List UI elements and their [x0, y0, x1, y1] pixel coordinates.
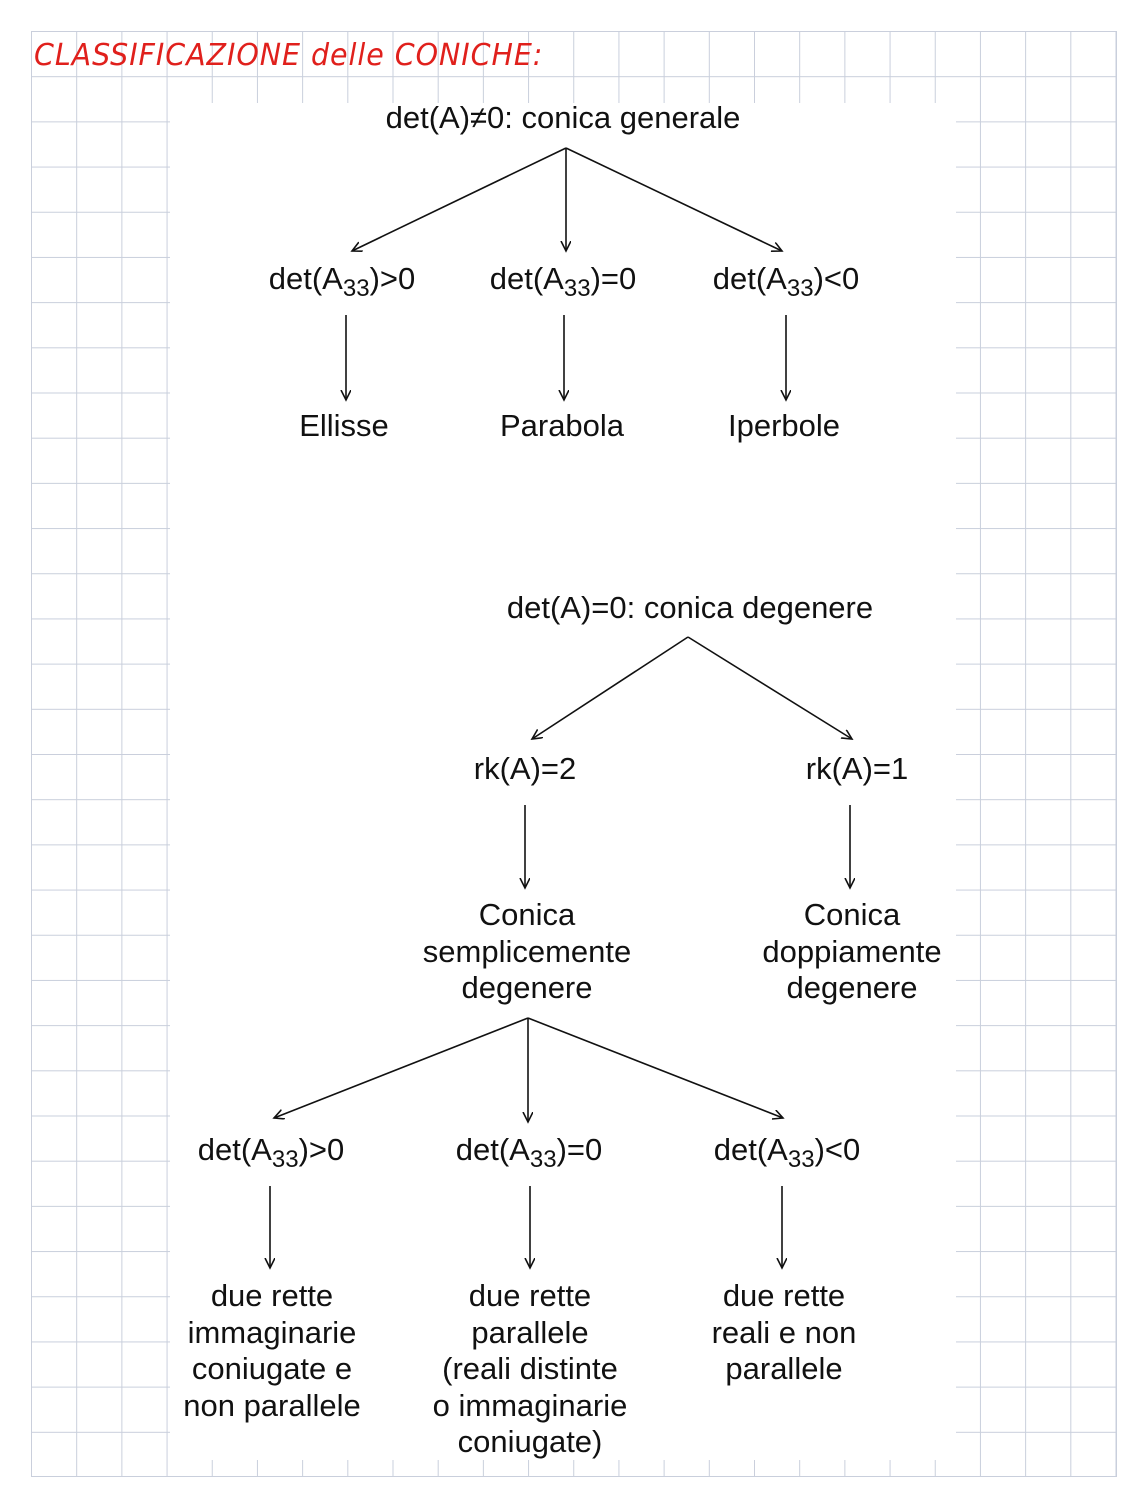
arrow — [565, 147, 782, 251]
general-cond-zero: det(A33)=0 — [489, 261, 637, 302]
arrow — [527, 1017, 783, 1118]
arrow — [352, 147, 567, 251]
arrow — [532, 636, 689, 739]
general-cond-positive: det(A33)>0 — [268, 261, 416, 302]
degenerate-cond-negative: det(A33)<0 — [713, 1132, 861, 1173]
general-cond-negative: det(A33)<0 — [712, 261, 860, 302]
arrow — [687, 636, 852, 739]
result-parabola: Parabola — [499, 408, 625, 443]
degenerate-root: det(A)=0: conica degenere — [506, 590, 874, 625]
arrow — [274, 1017, 529, 1118]
degenerate-cond-zero: det(A33)=0 — [455, 1132, 603, 1173]
result-iperbole: Iperbole — [727, 408, 841, 443]
result-ellisse: Ellisse — [299, 408, 389, 443]
rank1-label: rk(A)=1 — [805, 751, 909, 786]
degenerate-cond-positive: det(A33)>0 — [197, 1132, 345, 1173]
rank2-label: rk(A)=2 — [473, 751, 577, 786]
handwritten-title: CLASSIFICAZIONE delle CONICHE: — [34, 38, 544, 73]
diagram-sheet — [170, 103, 956, 1460]
general-root: det(A)≠0: conica generale — [385, 100, 741, 135]
